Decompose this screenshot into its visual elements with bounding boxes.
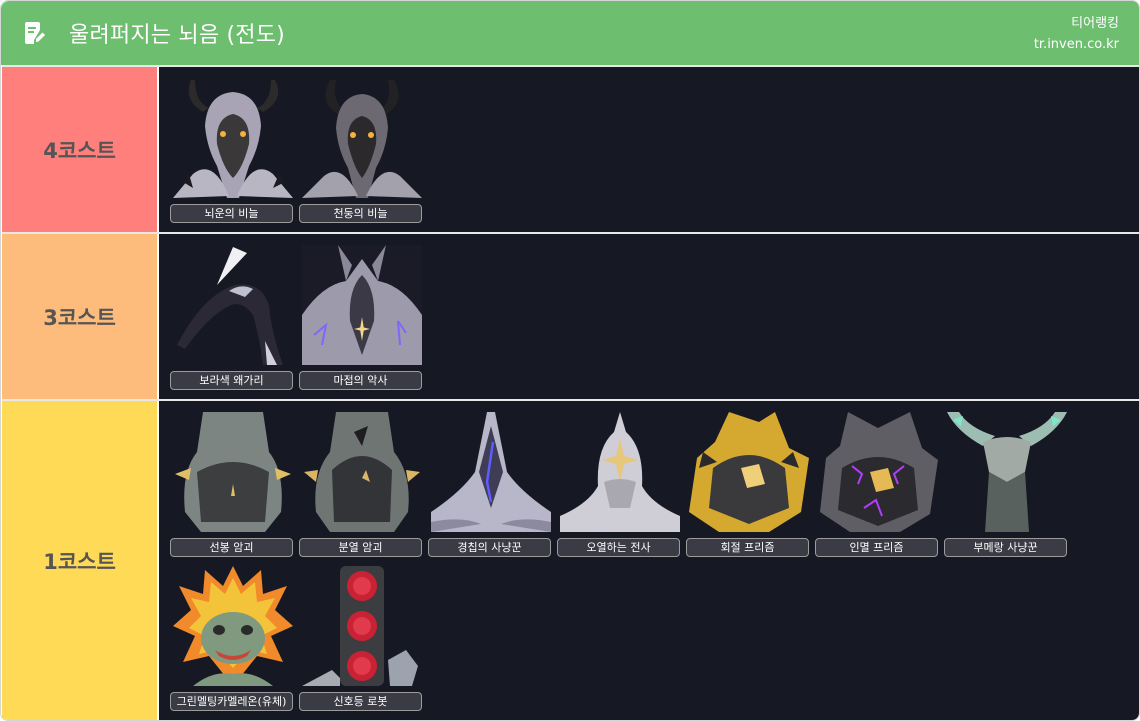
unit-card[interactable]: 부메랑 사냥꾼	[944, 412, 1068, 558]
unit-name: 인멸 프리즘	[815, 538, 938, 557]
unit-card[interactable]: 오열하는 전사	[557, 412, 681, 558]
unit-portrait	[302, 78, 422, 198]
unit-name: 경칩의 사냥꾼	[428, 538, 551, 557]
unit-card[interactable]: 마접의 악사	[299, 245, 423, 391]
tier-units: 선봉 암괴 분열 암괴	[159, 401, 1139, 720]
unit-name: 분열 암괴	[299, 538, 422, 557]
tier-units: 보라색 왜가리 마접의 악사	[159, 234, 1139, 399]
unit-portrait	[173, 566, 293, 686]
unit-card[interactable]: 인멸 프리즘	[815, 412, 939, 558]
unit-portrait	[173, 245, 293, 365]
brand-name: 티어랭킹	[1071, 16, 1119, 31]
unit-name: 신호등 로봇	[299, 692, 422, 711]
unit-name: 보라색 왜가리	[170, 371, 293, 390]
unit-portrait	[173, 412, 293, 532]
unit-portrait	[302, 245, 422, 365]
unit-portrait	[302, 566, 422, 686]
unit-card[interactable]: 회절 프리즘	[686, 412, 810, 558]
unit-name: 부메랑 사냥꾼	[944, 538, 1067, 557]
site-brand[interactable]: 티어랭킹 tr.inven.co.kr	[1034, 13, 1119, 55]
unit-name: 선봉 암괴	[170, 538, 293, 557]
unit-portrait	[818, 412, 938, 532]
unit-portrait	[302, 412, 422, 532]
unit-card[interactable]: 선봉 암괴	[170, 412, 294, 558]
edit-note-icon	[23, 21, 45, 45]
unit-card[interactable]: 경칩의 사냥꾼	[428, 412, 552, 558]
unit-card[interactable]: 분열 암괴	[299, 412, 423, 558]
tier-label: 1코스트	[2, 401, 157, 720]
unit-portrait	[173, 78, 293, 198]
unit-name: 뇌운의 비늘	[170, 204, 293, 223]
unit-portrait	[689, 412, 809, 532]
unit-name: 천둥의 비늘	[299, 204, 422, 223]
page-title: 울려퍼지는 뇌음 (전도)	[69, 23, 285, 48]
unit-card[interactable]: 천둥의 비늘	[299, 78, 423, 224]
tier-list-header: 울려퍼지는 뇌음 (전도) 티어랭킹 tr.inven.co.kr	[1, 1, 1139, 65]
tier-row-1-cost: 1코스트 선봉 암괴	[2, 399, 1139, 720]
unit-name: 오열하는 전사	[557, 538, 680, 557]
unit-card[interactable]: 그린멜팅카멜레온(유체)	[170, 566, 294, 712]
tier-label: 3코스트	[2, 234, 157, 399]
unit-card[interactable]: 뇌운의 비늘	[170, 78, 294, 224]
unit-portrait	[431, 412, 551, 532]
unit-portrait	[560, 412, 680, 532]
unit-name: 마접의 악사	[299, 371, 422, 390]
unit-card[interactable]: 신호등 로봇	[299, 566, 423, 712]
unit-name: 그린멜팅카멜레온(유체)	[170, 692, 293, 711]
unit-card[interactable]: 보라색 왜가리	[170, 245, 294, 391]
tier-row-4-cost: 4코스트 뇌운의 비	[2, 65, 1139, 232]
brand-url[interactable]: tr.inven.co.kr	[1033, 37, 1119, 52]
unit-name: 회절 프리즘	[686, 538, 809, 557]
unit-portrait	[947, 412, 1067, 532]
tier-units: 뇌운의 비늘 천둥의 비늘	[159, 67, 1139, 232]
tier-row-3-cost: 3코스트 보라색 왜가리	[2, 232, 1139, 399]
tier-label: 4코스트	[2, 67, 157, 232]
